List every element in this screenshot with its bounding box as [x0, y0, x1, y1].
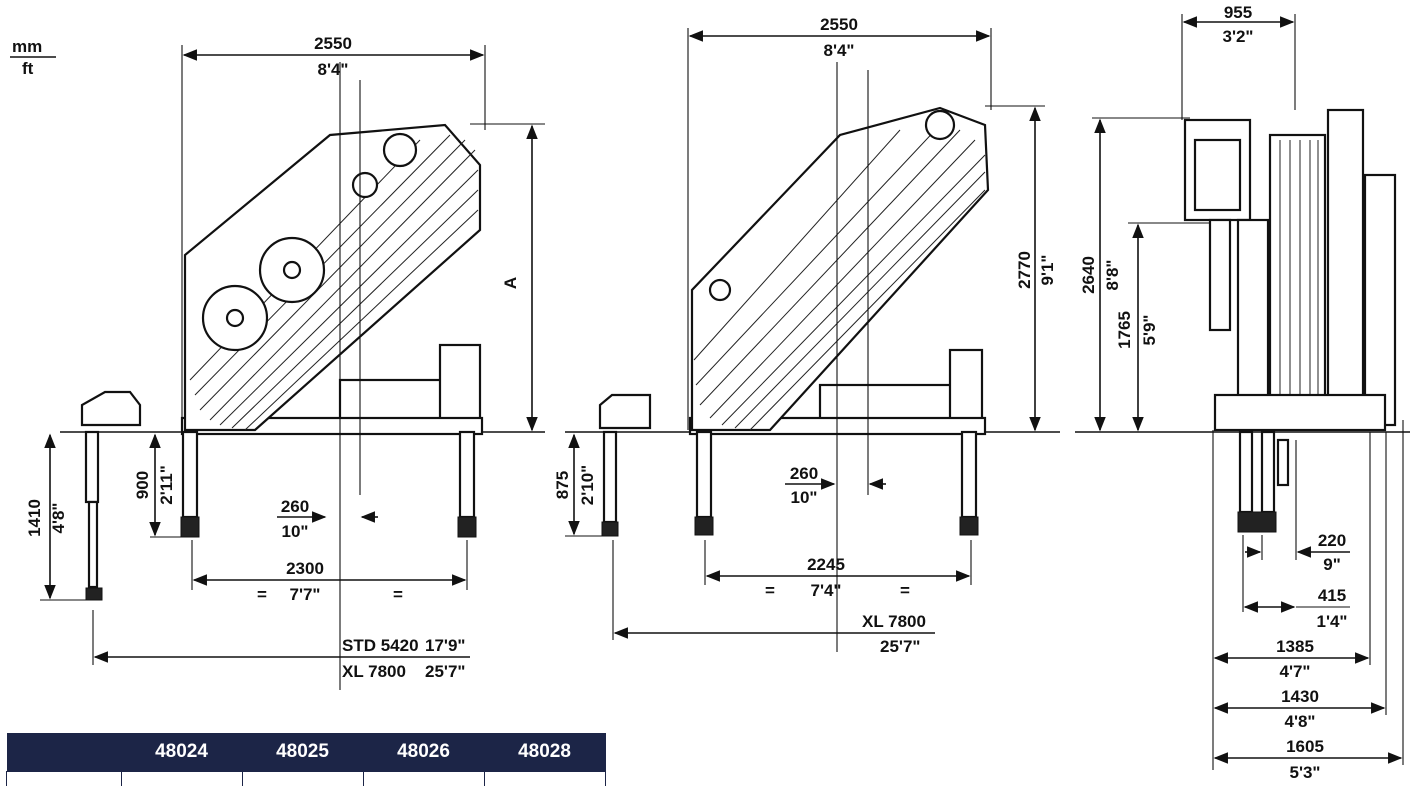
unit-mm-label: mm	[12, 37, 42, 56]
view3-h2-mm: 1765	[1115, 311, 1134, 349]
view1-offset-mm: 260	[281, 497, 309, 516]
view3-d1-mm: 220	[1318, 531, 1346, 550]
table-cell	[242, 772, 363, 786]
table-header-model-48025: 48025	[242, 733, 363, 772]
view3-top-ft: 3'2"	[1222, 27, 1253, 46]
view1-outrigger-mm: 1410	[25, 499, 44, 537]
view1-span-mm: 2300	[286, 559, 324, 578]
view2-equal-left: =	[765, 581, 775, 600]
view2-width-ft: 8'4"	[823, 41, 854, 60]
view1-width-mm: 2550	[314, 34, 352, 53]
table-row	[7, 772, 606, 786]
table-cell	[7, 772, 122, 786]
view3-d3-mm: 1385	[1276, 637, 1314, 656]
view3-d4-mm: 1430	[1281, 687, 1319, 706]
view1-offset-ft: 10"	[282, 522, 309, 541]
view3-d5-ft: 5'3"	[1289, 763, 1320, 782]
view2-height-ft: 9'1"	[1038, 254, 1057, 285]
table-header-model-48026: 48026	[363, 733, 484, 772]
view1-width-ft: 8'4"	[317, 60, 348, 79]
unit-ft-label: ft	[22, 59, 34, 78]
view3-h2-ft: 5'9"	[1140, 314, 1159, 345]
view3-h1-mm: 2640	[1079, 256, 1098, 294]
view2-equal-right: =	[900, 581, 910, 600]
view2-span-mm: 2245	[807, 555, 845, 574]
units-legend: mm ft	[10, 37, 56, 78]
table-header-blank	[7, 733, 122, 772]
view1-leg-mm: 900	[133, 471, 152, 499]
view1-equal-right: =	[393, 585, 403, 604]
view3-h1-ft: 8'8"	[1103, 259, 1122, 290]
view3-d3-ft: 4'7"	[1279, 662, 1310, 681]
model-spec-table: 48024 48025 48026 48028	[6, 733, 606, 786]
view3-d4-ft: 4'8"	[1284, 712, 1315, 731]
view3-d5-mm: 1605	[1286, 737, 1324, 756]
view2-leg-ft: 2'10"	[578, 465, 597, 505]
view3-d2-ft: 1'4"	[1316, 612, 1347, 631]
view1-std-label: STD 5420	[342, 636, 419, 655]
view2-xl-label: XL 7800	[862, 612, 926, 631]
view3-d1-ft: 9"	[1323, 555, 1341, 574]
view1-xl-ft: 25'7"	[425, 662, 465, 681]
view2-offset-mm: 260	[790, 464, 818, 483]
table-header-row: 48024 48025 48026 48028	[7, 733, 606, 772]
view2-height-mm: 2770	[1015, 251, 1034, 289]
view2-span-ft: 7'4"	[810, 581, 841, 600]
view2-xl-ft: 25'7"	[880, 637, 920, 656]
view1-xl-label: XL 7800	[342, 662, 406, 681]
view2-leg-mm: 875	[553, 471, 572, 499]
view1-std-ft: 17'9"	[425, 636, 465, 655]
view3-top-mm: 955	[1224, 3, 1252, 22]
view2-width-mm: 2550	[820, 15, 858, 34]
view3-crane-rear	[1185, 110, 1395, 532]
view2-offset-ft: 10"	[791, 488, 818, 507]
table-cell	[121, 772, 242, 786]
table-header-model-48024: 48024	[121, 733, 242, 772]
view3-d2-mm: 415	[1318, 586, 1346, 605]
table-cell	[363, 772, 484, 786]
view1-leg-ft: 2'11"	[157, 465, 176, 505]
table-cell	[484, 772, 605, 786]
view1-height-a: A	[501, 277, 520, 289]
view1-equal-left: =	[257, 585, 267, 604]
view1-span-ft: 7'7"	[289, 585, 320, 604]
table-header-model-48028: 48028	[484, 733, 605, 772]
view1-outrigger-ft: 4'8"	[49, 502, 68, 533]
